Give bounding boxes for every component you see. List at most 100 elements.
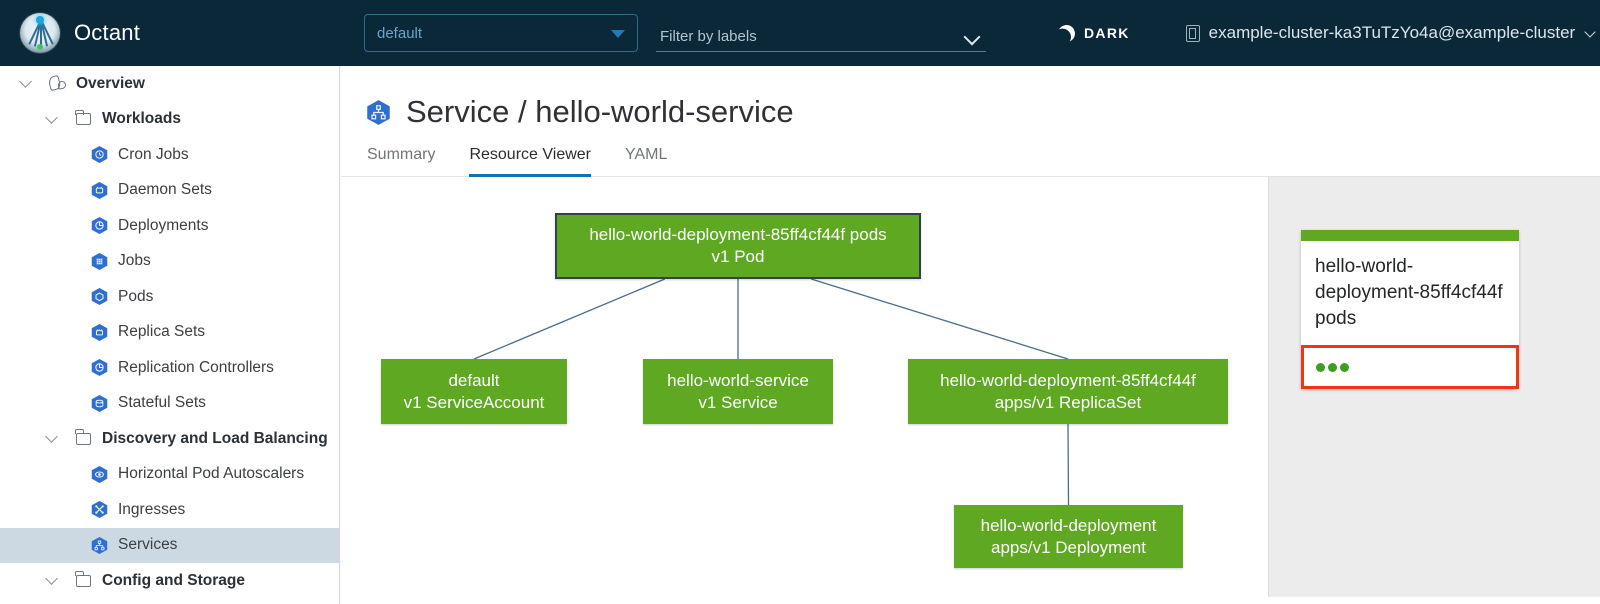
resource-card-title: hello-world-deployment-85ff4cf44f pods: [1315, 256, 1503, 329]
sidebar-item-jobs[interactable]: Jobs: [0, 244, 339, 280]
sidebar-item-ingresses[interactable]: Ingresses: [0, 492, 339, 528]
chevron-down-icon: [44, 430, 58, 444]
sidebar-item-label: Workloads: [102, 110, 181, 128]
chevron-down-icon: [44, 572, 58, 586]
k8s-replicaset-icon: [91, 323, 107, 341]
sidebar-item-discovery-and-load-balancing[interactable]: Discovery and Load Balancing: [0, 421, 339, 457]
brand-name: Octant: [74, 20, 141, 45]
expand-toggle[interactable]: [34, 430, 68, 444]
sidebar-item-replication-controllers[interactable]: Replication Controllers: [0, 350, 339, 386]
graph-node-kind: apps/v1 ReplicaSet: [994, 392, 1142, 412]
folder-icon: [68, 429, 98, 445]
tab-summary[interactable]: Summary: [367, 146, 436, 163]
graph-node-kind: apps/v1 Deployment: [991, 537, 1146, 557]
caret-down-icon: [611, 30, 625, 38]
folder-icon: [74, 429, 91, 445]
graph-node-name: hello-world-deployment: [980, 515, 1157, 535]
sidebar-item-label: Ingresses: [118, 500, 186, 518]
folder-icon: [68, 109, 98, 126]
graph-node-name: hello-world-deployment-85ff4cf44f: [940, 370, 1196, 390]
page-title-text: Service / hello-world-service: [406, 94, 794, 129]
graph-node-kind: v1 Pod: [711, 247, 765, 266]
expand-toggle[interactable]: [34, 572, 68, 586]
sidebar-item-label: Stateful Sets: [118, 394, 206, 412]
moon-icon: [1056, 22, 1078, 44]
graph-edge-pod-to-replicaset: [811, 278, 1069, 360]
sidebar-item-config-and-storage[interactable]: Config and Storage: [0, 563, 339, 599]
cluster-selector[interactable]: example-cluster-ka3TuTzYo4a@example-clus…: [1185, 23, 1596, 43]
sidebar-item-label: Discovery and Load Balancing: [102, 429, 328, 447]
chevron-down-icon: [1584, 25, 1596, 38]
k8s-deployment-icon: [91, 217, 107, 235]
cursor-icon: [42, 76, 72, 92]
sidebar-item-label: Horizontal Pod Autoscalers: [118, 465, 305, 483]
tab-resource-viewer[interactable]: Resource Viewer: [469, 146, 591, 177]
namespace-select[interactable]: default: [364, 14, 638, 52]
sidebar-item-horizontal-pod-autoscalers[interactable]: Horizontal Pod Autoscalers: [0, 457, 339, 493]
sidebar-item-label: Daemon Sets: [118, 181, 212, 199]
octant-logo-icon: [20, 13, 60, 53]
chevron-down-icon: [963, 28, 981, 46]
sidebar-item-label: Services: [118, 536, 178, 554]
graph-edge-replicaset-to-deployment: [1067, 423, 1070, 506]
folder-icon: [74, 109, 91, 126]
main-content: Service / hello-world-service Summary Res…: [341, 66, 1600, 604]
k8s-service-icon: [367, 99, 390, 125]
k8s-job-icon: [91, 252, 107, 270]
tab-bar: Summary Resource Viewer YAML: [341, 130, 1600, 177]
sidebar-item-pods[interactable]: Pods: [0, 279, 339, 315]
theme-toggle[interactable]: DARK: [1058, 25, 1130, 42]
expand-toggle[interactable]: [34, 110, 68, 124]
k8s-statefulset-icon: [91, 394, 107, 412]
resource-viewer: hello-world-deployment-85ff4cf44f pods v1…: [341, 177, 1600, 597]
sidebar-item-label: Replica Sets: [118, 323, 206, 341]
resource-card[interactable]: hello-world-deployment-85ff4cf44f pods: [1301, 230, 1519, 389]
sidebar-item-daemon-sets[interactable]: Daemon Sets: [0, 173, 339, 209]
sidebar-item-deployments[interactable]: Deployments: [0, 208, 339, 244]
logo-bottom-dot: [37, 44, 43, 50]
sidebar-item-workloads[interactable]: Workloads: [0, 102, 339, 138]
graph-node-kind: v1 Service: [698, 392, 778, 412]
tab-yaml[interactable]: YAML: [625, 146, 668, 163]
resource-card-pods[interactable]: [1301, 345, 1519, 389]
app-header: Octant default Filter by labels DARK exa…: [0, 0, 1600, 66]
sidebar-item-label: Deployments: [118, 216, 209, 234]
label-filter-input[interactable]: Filter by labels: [656, 14, 986, 52]
pod-status-dot[interactable]: [1316, 362, 1325, 372]
pod-status-dot[interactable]: [1328, 362, 1337, 372]
sidebar-item-cron-jobs[interactable]: Cron Jobs: [0, 137, 339, 173]
pod-status-dot[interactable]: [1340, 362, 1349, 372]
sidebar-item-stateful-sets[interactable]: Stateful Sets: [0, 386, 339, 422]
namespace-value: default: [377, 24, 423, 42]
graph-node-name: hello-world-deployment-85ff4cf44f pods: [589, 225, 887, 244]
k8s-replicationcontroller-icon: [91, 359, 107, 377]
sidebar-item-services[interactable]: Services: [0, 527, 339, 563]
graph-node-pod[interactable]: hello-world-deployment-85ff4cf44f pods v1…: [555, 213, 921, 279]
k8s-daemonset-icon: [91, 181, 107, 199]
graph-edge-pod-to-sa: [473, 278, 666, 360]
sidebar-item-label: Jobs: [118, 252, 151, 270]
brand[interactable]: Octant: [0, 13, 340, 53]
cluster-label: example-cluster-ka3TuTzYo4a@example-clus…: [1208, 23, 1576, 42]
sidebar-item-overview[interactable]: Overview: [0, 66, 339, 102]
cursor-icon: [48, 76, 66, 92]
k8s-cronjob-icon: [91, 146, 107, 164]
expand-toggle[interactable]: [8, 75, 42, 89]
logo-top-dot: [36, 16, 44, 24]
resource-card-status-bar: [1301, 230, 1519, 241]
theme-toggle-label: DARK: [1084, 25, 1130, 41]
sidebar-item-replica-sets[interactable]: Replica Sets: [0, 315, 339, 351]
folder-icon: [68, 571, 98, 587]
sidebar-item-label: Cron Jobs: [118, 145, 189, 163]
sidebar-item-label: Pods: [118, 287, 154, 305]
sidebar-item-label: Overview: [76, 74, 145, 92]
resource-side-panel: hello-world-deployment-85ff4cf44f pods: [1268, 177, 1600, 597]
chevron-down-icon: [18, 75, 32, 89]
graph-node-name: default: [448, 370, 500, 390]
folder-icon: [74, 571, 91, 587]
